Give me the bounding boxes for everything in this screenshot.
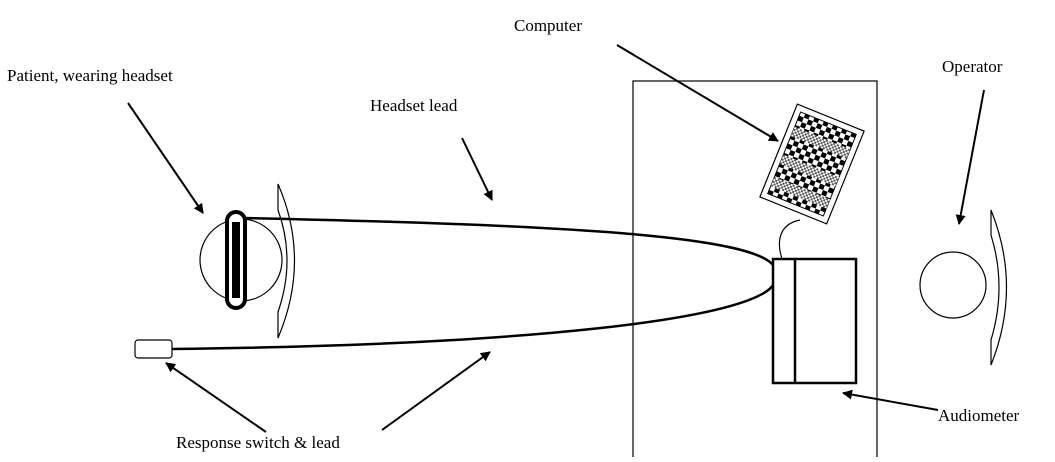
arrow-headset-lead — [461, 137, 493, 201]
label-response-switch: Response switch & lead — [176, 433, 340, 452]
label-operator: Operator — [942, 57, 1003, 76]
computer-cable — [778, 219, 801, 260]
label-audiometer: Audiometer — [938, 406, 1020, 425]
arrow-computer — [616, 44, 779, 142]
computer — [759, 103, 865, 225]
headset-lead — [243, 216, 777, 269]
audiometer-body — [771, 257, 858, 385]
patient-figure — [199, 183, 296, 339]
computer-screen-band-2 — [779, 154, 840, 187]
label-computer: Computer — [514, 16, 582, 35]
patient-shoulders — [277, 183, 296, 339]
arrow-patient — [127, 102, 204, 214]
computer-screen-band-3 — [770, 176, 831, 209]
arrow-response-lead — [381, 351, 491, 431]
operator-shoulders — [990, 209, 1008, 366]
response-switch-lead — [171, 281, 777, 351]
operator-head — [919, 251, 987, 319]
arrow-operator — [955, 89, 985, 225]
audiometer — [771, 257, 858, 385]
arrow-response-switch — [165, 362, 267, 433]
arrow-audiometer — [842, 389, 939, 411]
label-headset-lead: Headset lead — [370, 96, 458, 115]
label-patient: Patient, wearing headset — [7, 66, 173, 85]
headset-band-inner — [232, 222, 240, 298]
computer-screen-band-1 — [790, 126, 851, 159]
operator-figure — [919, 209, 1008, 366]
response-switch — [134, 339, 173, 359]
